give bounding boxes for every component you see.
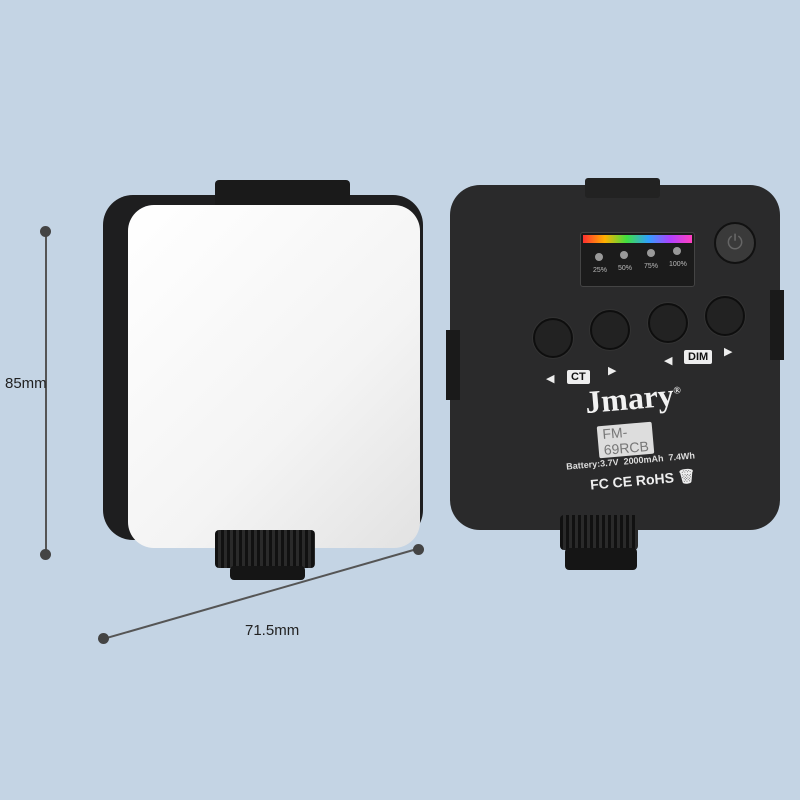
- model-label: FM-69RCB: [596, 421, 655, 459]
- level-label: 50%: [618, 265, 633, 272]
- front-cold-shoe: [215, 530, 315, 568]
- rgb-strip: [583, 235, 692, 243]
- weee-bin-icon: 🗑: [677, 467, 697, 485]
- ct-increase-button[interactable]: [590, 310, 630, 350]
- level-label: 100%: [669, 261, 687, 268]
- indicator-display: 25% 50% 75% 100%: [580, 232, 695, 287]
- level-indicator: [620, 251, 628, 259]
- height-dimension-line: [45, 232, 47, 554]
- dim-left-arrow-icon: ◀: [664, 355, 673, 367]
- width-dimension-right-dot: [413, 544, 424, 555]
- ct-label: CT: [567, 370, 590, 384]
- ct-left-arrow-icon: ◀: [546, 373, 555, 385]
- level-label: 75%: [644, 263, 659, 270]
- dim-decrease-button[interactable]: [648, 303, 688, 343]
- back-shoe-foot: [565, 548, 637, 570]
- power-icon: ⏻: [727, 232, 743, 254]
- dim-label: DIM: [684, 350, 713, 364]
- front-shoe-foot: [230, 566, 305, 580]
- dim-increase-button[interactable]: [705, 296, 745, 336]
- height-dimension-bottom-dot: [40, 549, 51, 560]
- height-label: 85mm: [5, 375, 47, 392]
- ct-decrease-button[interactable]: [533, 318, 573, 358]
- height-dimension-top-dot: [40, 226, 51, 237]
- level-label: 25%: [593, 267, 608, 274]
- light-panel: [128, 205, 420, 548]
- level-indicator: [647, 249, 655, 257]
- side-mount-left: [446, 330, 460, 400]
- power-button[interactable]: ⏻: [714, 222, 756, 264]
- side-mount-right: [770, 290, 784, 360]
- dim-right-arrow-icon: ▶: [724, 346, 733, 358]
- level-indicator: [595, 253, 603, 261]
- width-label: 71.5mm: [245, 622, 300, 639]
- back-cold-shoe: [560, 515, 638, 550]
- level-indicator: [673, 247, 681, 255]
- width-dimension-left-dot: [98, 633, 109, 644]
- ct-right-arrow-icon: ▶: [608, 365, 617, 377]
- back-top-mount: [585, 178, 660, 198]
